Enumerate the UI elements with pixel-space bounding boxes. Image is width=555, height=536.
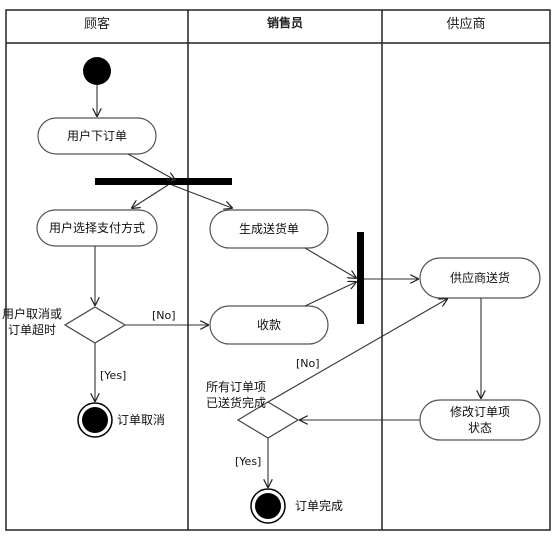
lane-title-supplier: 供应商 <box>446 17 486 32</box>
flow-delivery-to-join <box>304 247 356 278</box>
label-order-cancelled: 订单取消 <box>117 413 166 427</box>
final-node-completed <box>250 488 286 524</box>
lane-title-customer: 顾客 <box>83 17 110 32</box>
guard-no-cancel: [No] <box>152 309 176 322</box>
final-node-cancelled <box>77 402 113 438</box>
activity-choose-payment <box>36 209 158 247</box>
flow-decision-no-to-ship <box>267 299 447 403</box>
activity-gen-delivery <box>209 209 329 249</box>
join-bar <box>357 232 364 324</box>
label-delivered-decision-line2: 已送货完成 <box>206 396 267 410</box>
label-delivered-decision-line1: 所有订单项 <box>206 380 267 394</box>
flow-collect-to-join <box>304 282 356 307</box>
label-update-order-line1: 修改订单项 <box>449 405 510 419</box>
swimlane-frame <box>5 9 551 531</box>
lane-title-salesperson: 销售员 <box>266 16 303 30</box>
label-order-completed: 订单完成 <box>295 499 344 513</box>
flow-fork-to-delivery <box>171 184 232 208</box>
guard-yes-cancel: [Yes] <box>100 369 127 382</box>
label-gen-delivery: 生成送货单 <box>238 222 299 236</box>
label-place-order: 用户下订单 <box>66 129 127 143</box>
label-cancel-decision-line2: 订单超时 <box>8 323 57 337</box>
label-collect-payment: 收款 <box>256 318 281 332</box>
guard-no-delivered: [No] <box>296 357 320 370</box>
label-choose-payment: 用户选择支付方式 <box>48 221 145 235</box>
activity-supplier-ship <box>419 257 541 299</box>
decision-cancel <box>63 306 127 344</box>
label-cancel-decision-line1: 用户取消或 <box>2 307 63 321</box>
control-flows <box>95 85 481 487</box>
label-update-order-line2: 状态 <box>467 421 492 435</box>
label-supplier-ship: 供应商送货 <box>449 271 510 285</box>
flow-fork-to-payment <box>132 184 169 208</box>
flow-order-to-fork <box>127 153 175 180</box>
fork-bar <box>95 178 232 185</box>
activity-collect-payment <box>209 305 329 345</box>
initial-node <box>83 57 111 85</box>
activity-place-order <box>37 117 157 155</box>
guard-yes-delivered: [Yes] <box>235 455 262 468</box>
